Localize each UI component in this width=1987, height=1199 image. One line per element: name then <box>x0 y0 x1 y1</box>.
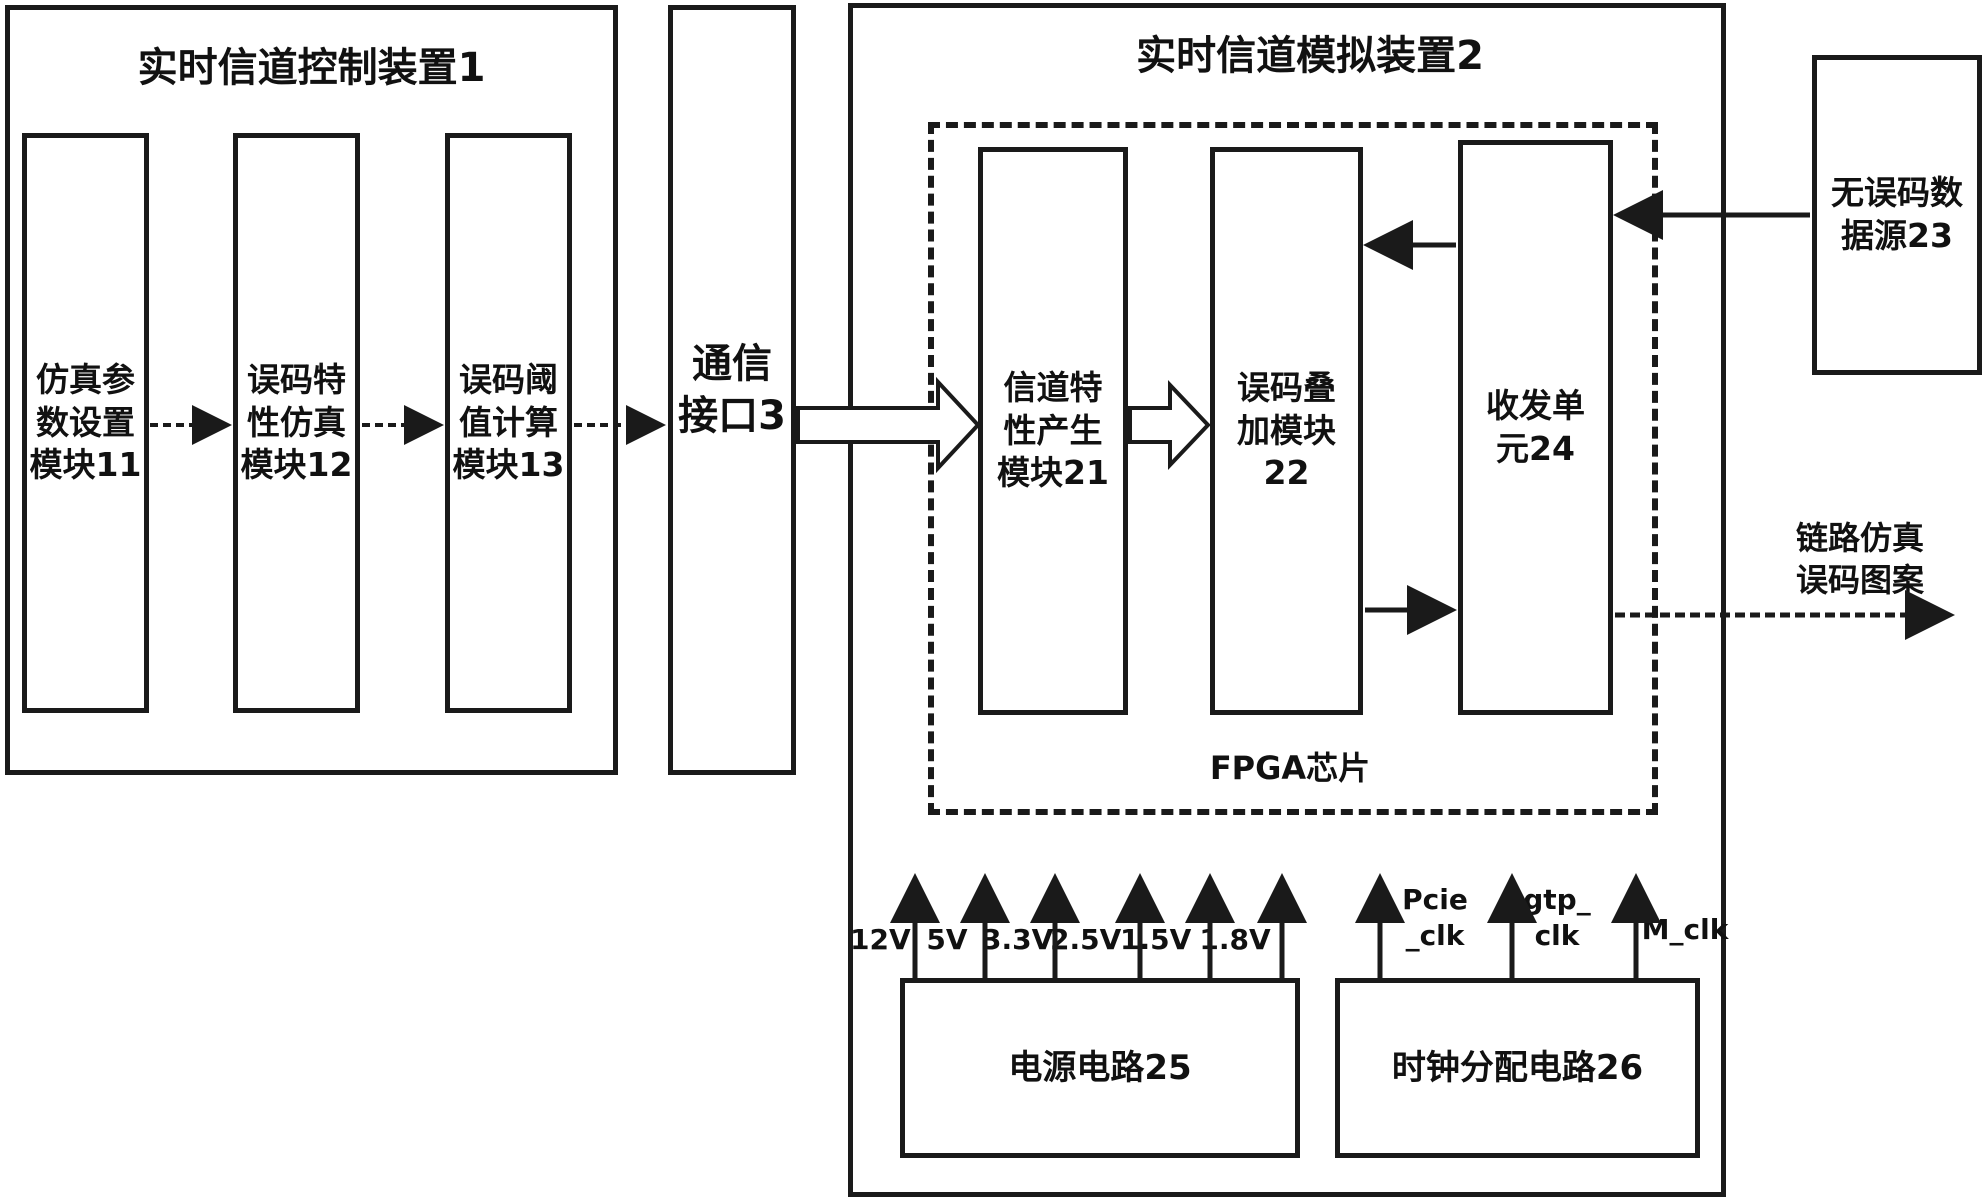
module-11-sim-params: 仿真参 数设置 模块11 <box>22 133 149 713</box>
module-22-label: 误码叠 加模块 22 <box>1237 367 1336 493</box>
clock-circuit-label: 时钟分配电路26 <box>1391 1047 1644 1088</box>
module-13-label: 误码阈 值计算 模块13 <box>452 359 565 485</box>
power-circuit-25: 电源电路25 <box>900 978 1300 1158</box>
module-21-channel-char: 信道特 性产生 模块21 <box>978 147 1128 715</box>
clock-label-m: M_clk <box>1641 913 1729 946</box>
voltage-label: 3.3V <box>982 923 1054 956</box>
module-12-label: 误码特 性仿真 模块12 <box>240 359 353 485</box>
voltage-label: 1.5V <box>1120 923 1192 956</box>
voltage-label: 5V <box>926 923 968 956</box>
output-label: 链路仿真 误码图案 <box>1795 519 1924 599</box>
module-24-transceiver: 收发单 元24 <box>1458 140 1613 715</box>
module-21-label: 信道特 性产生 模块21 <box>997 367 1109 493</box>
device1-title: 实时信道控制装置1 <box>137 45 486 91</box>
voltage-label: 2.5V <box>1050 923 1122 956</box>
comm-interface-3: 通信 接口3 <box>668 5 796 775</box>
power-circuit-label: 电源电路25 <box>1008 1047 1192 1088</box>
comm-interface-label: 通信 接口3 <box>678 341 786 439</box>
module-22-error-overlay: 误码叠 加模块 22 <box>1210 147 1363 715</box>
module-13-ber-threshold: 误码阈 值计算 模块13 <box>445 133 572 713</box>
module-11-label: 仿真参 数设置 模块11 <box>29 359 142 485</box>
fpga-chip-label: FPGA芯片 <box>1209 749 1371 787</box>
module-24-label: 收发单 元24 <box>1486 385 1585 468</box>
source-label: 无误码数 据源23 <box>1831 173 1963 255</box>
clock-label-pcie: Pcie _clk <box>1402 883 1468 953</box>
clock-circuit-26: 时钟分配电路26 <box>1335 978 1700 1158</box>
clock-label-gtp: gtp_ clk <box>1523 883 1591 953</box>
module-12-ber-sim: 误码特 性仿真 模块12 <box>233 133 360 713</box>
error-free-data-source-23: 无误码数 据源23 <box>1812 55 1982 375</box>
voltage-label: 12V <box>850 923 911 956</box>
device2-title: 实时信道模拟装置2 <box>1136 33 1484 79</box>
voltage-label: 1.8V <box>1199 923 1271 956</box>
